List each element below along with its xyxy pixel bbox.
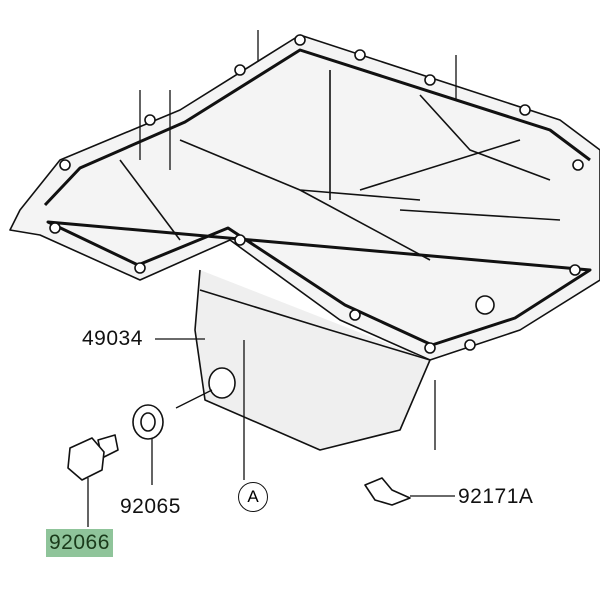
callout-92065: 92065 [120, 495, 181, 518]
callout-49034: 49034 [82, 327, 143, 350]
callout-92171A: 92171A [458, 485, 534, 508]
reference-marker-a: A [238, 482, 268, 512]
bolt-holes [49, 34, 584, 354]
internal-ribs [119, 70, 561, 261]
pan-flange-outline [9, 34, 600, 361]
callout-92066-highlighted[interactable]: 92066 [46, 529, 113, 557]
drain-boss [208, 367, 236, 399]
leader-lines [87, 30, 457, 527]
gasket-line [43, 48, 592, 347]
clamp-92171A [364, 477, 411, 506]
drain-bolt-92066 [67, 434, 119, 481]
sump-body [194, 269, 431, 451]
